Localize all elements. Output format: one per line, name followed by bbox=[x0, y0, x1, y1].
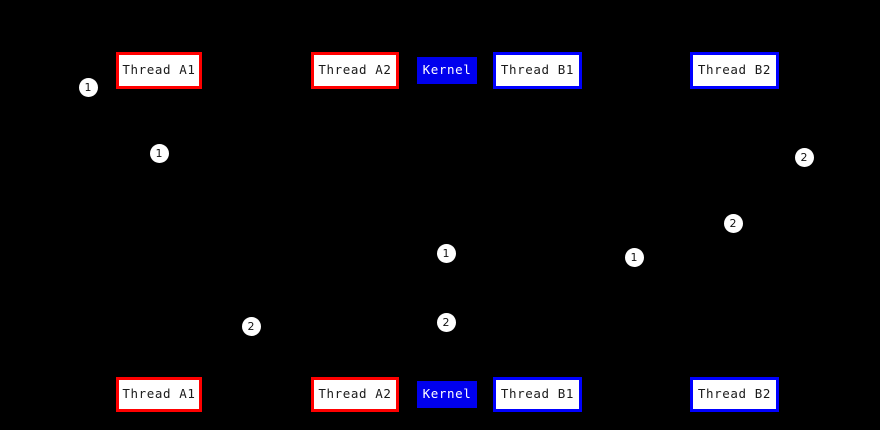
message-arrow-msg-4 bbox=[537, 227, 735, 233]
sequence-marker-marker-1-a[interactable]: 1 bbox=[78, 77, 98, 97]
lifeline-head-thread-b2[interactable]: Thread B2 bbox=[690, 52, 779, 89]
arrow-head-icon bbox=[532, 259, 538, 265]
lifeline-label: Thread A1 bbox=[122, 386, 196, 402]
lifeline-label: Thread B2 bbox=[697, 62, 772, 78]
lifeline-head-thread-a2[interactable]: Thread A2 bbox=[311, 52, 399, 89]
lifeline-foot-thread-b1[interactable]: Thread B1 bbox=[493, 377, 582, 412]
lifeline-head-thread-a1[interactable]: Thread A1 bbox=[116, 52, 202, 89]
lifeline-foot-thread-a1[interactable]: Thread A1 bbox=[116, 377, 202, 412]
lifeline-label: Thread A2 bbox=[318, 62, 392, 78]
arrow-head-icon bbox=[158, 331, 164, 337]
lifeline-head-kernel[interactable]: Kernel bbox=[417, 57, 477, 84]
lifeline-label: Thread B1 bbox=[500, 386, 575, 402]
message-arrow-msg-1 bbox=[159, 157, 356, 163]
lifeline-line-kernel bbox=[447, 89, 448, 377]
lifeline-label: Kernel bbox=[422, 386, 472, 402]
sequence-marker-marker-2-b[interactable]: 2 bbox=[723, 213, 743, 233]
arrow-head-icon bbox=[350, 157, 356, 163]
sequence-marker-marker-1-d[interactable]: 1 bbox=[624, 247, 644, 267]
message-arrow-msg-3 bbox=[447, 259, 538, 265]
lifeline-foot-thread-b2[interactable]: Thread B2 bbox=[690, 377, 779, 412]
sequence-marker-marker-2-c[interactable]: 2 bbox=[436, 312, 456, 332]
sequence-marker-marker-1-c[interactable]: 1 bbox=[436, 243, 456, 263]
lifeline-label: Thread B1 bbox=[500, 62, 575, 78]
lifeline-label: Thread A2 bbox=[318, 386, 392, 402]
lifeline-line-thread-a2 bbox=[355, 89, 356, 377]
lifeline-label: Thread B2 bbox=[697, 386, 772, 402]
sequence-marker-marker-1-b[interactable]: 1 bbox=[149, 143, 169, 163]
sequence-marker-marker-2-d[interactable]: 2 bbox=[241, 316, 261, 336]
lifeline-head-thread-b1[interactable]: Thread B1 bbox=[493, 52, 582, 89]
lifeline-foot-kernel[interactable]: Kernel bbox=[417, 381, 477, 408]
message-arrow-msg-6 bbox=[158, 331, 355, 337]
lifeline-label: Kernel bbox=[422, 62, 472, 78]
lifeline-label: Thread A1 bbox=[122, 62, 196, 78]
message-arrow-msg-5 bbox=[446, 327, 537, 333]
lifeline-line-thread-a1 bbox=[159, 89, 160, 377]
lifeline-foot-thread-a2[interactable]: Thread A2 bbox=[311, 377, 399, 412]
lifeline-line-thread-b1 bbox=[537, 89, 538, 377]
sequence-marker-marker-2-a[interactable]: 2 bbox=[794, 147, 814, 167]
message-arrow-msg-2 bbox=[355, 255, 448, 261]
lifeline-line-thread-b2 bbox=[734, 89, 735, 377]
